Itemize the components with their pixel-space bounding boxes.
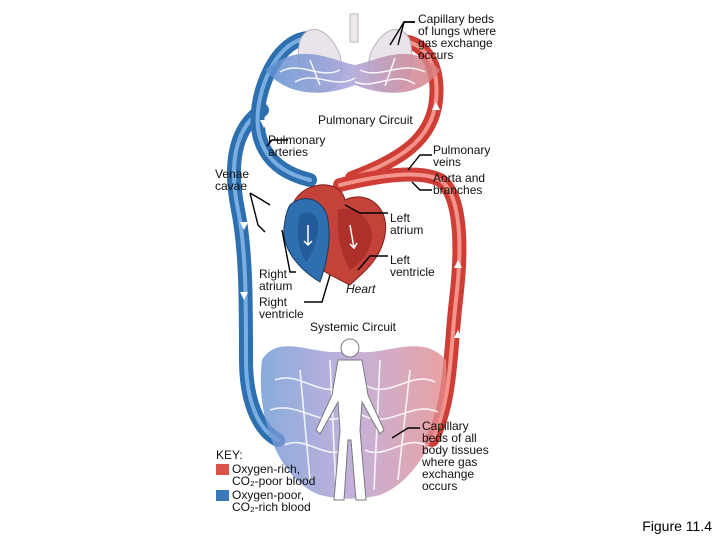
key-oxygen-rich-swatch — [216, 464, 229, 475]
pulmonary-vein-arc-highlight — [350, 39, 439, 180]
label-capillary-body: Capillary beds of all body tissues where… — [422, 419, 489, 493]
label-heart: Heart — [346, 282, 376, 296]
pulmonary-artery-arc-highlight — [255, 36, 322, 182]
body-capillary-bed — [260, 338, 447, 501]
label-right-ventricle: Right ventricle — [259, 295, 304, 321]
key-title: KEY: — [216, 448, 243, 462]
flow-arrows — [240, 102, 462, 338]
heart — [283, 184, 387, 286]
label-pulmonary-arteries: Pulmonary arteries — [268, 133, 326, 159]
leader-lines — [249, 21, 432, 439]
key-oxygen-poor-label: Oxygen-poor, CO₂-rich blood — [232, 488, 311, 514]
label-venae-cavae: Venae cavae — [215, 167, 250, 193]
label-right-atrium: Right atrium — [259, 267, 293, 293]
aorta-trunk-highlight — [338, 172, 462, 442]
systemic-vein-highlight — [232, 108, 280, 442]
key-oxygen-rich-label: Oxygen-rich, CO₂-poor blood — [232, 462, 316, 488]
label-systemic-circuit: Systemic Circuit — [310, 320, 397, 334]
label-aorta: Aorta and branches — [433, 171, 486, 197]
label-left-atrium: Left atrium — [390, 211, 424, 237]
figure-label: Figure 11.4 — [642, 518, 712, 534]
label-left-ventricle: Left ventricle — [390, 253, 435, 279]
key-oxygen-poor-swatch — [216, 490, 229, 501]
label-capillary-lungs: Capillary beds of lungs where gas exchan… — [418, 12, 497, 62]
label-pulmonary-veins: Pulmonary veins — [433, 143, 491, 169]
label-pulmonary-circuit: Pulmonary Circuit — [318, 113, 413, 127]
lung-capillary-bed — [265, 13, 440, 93]
